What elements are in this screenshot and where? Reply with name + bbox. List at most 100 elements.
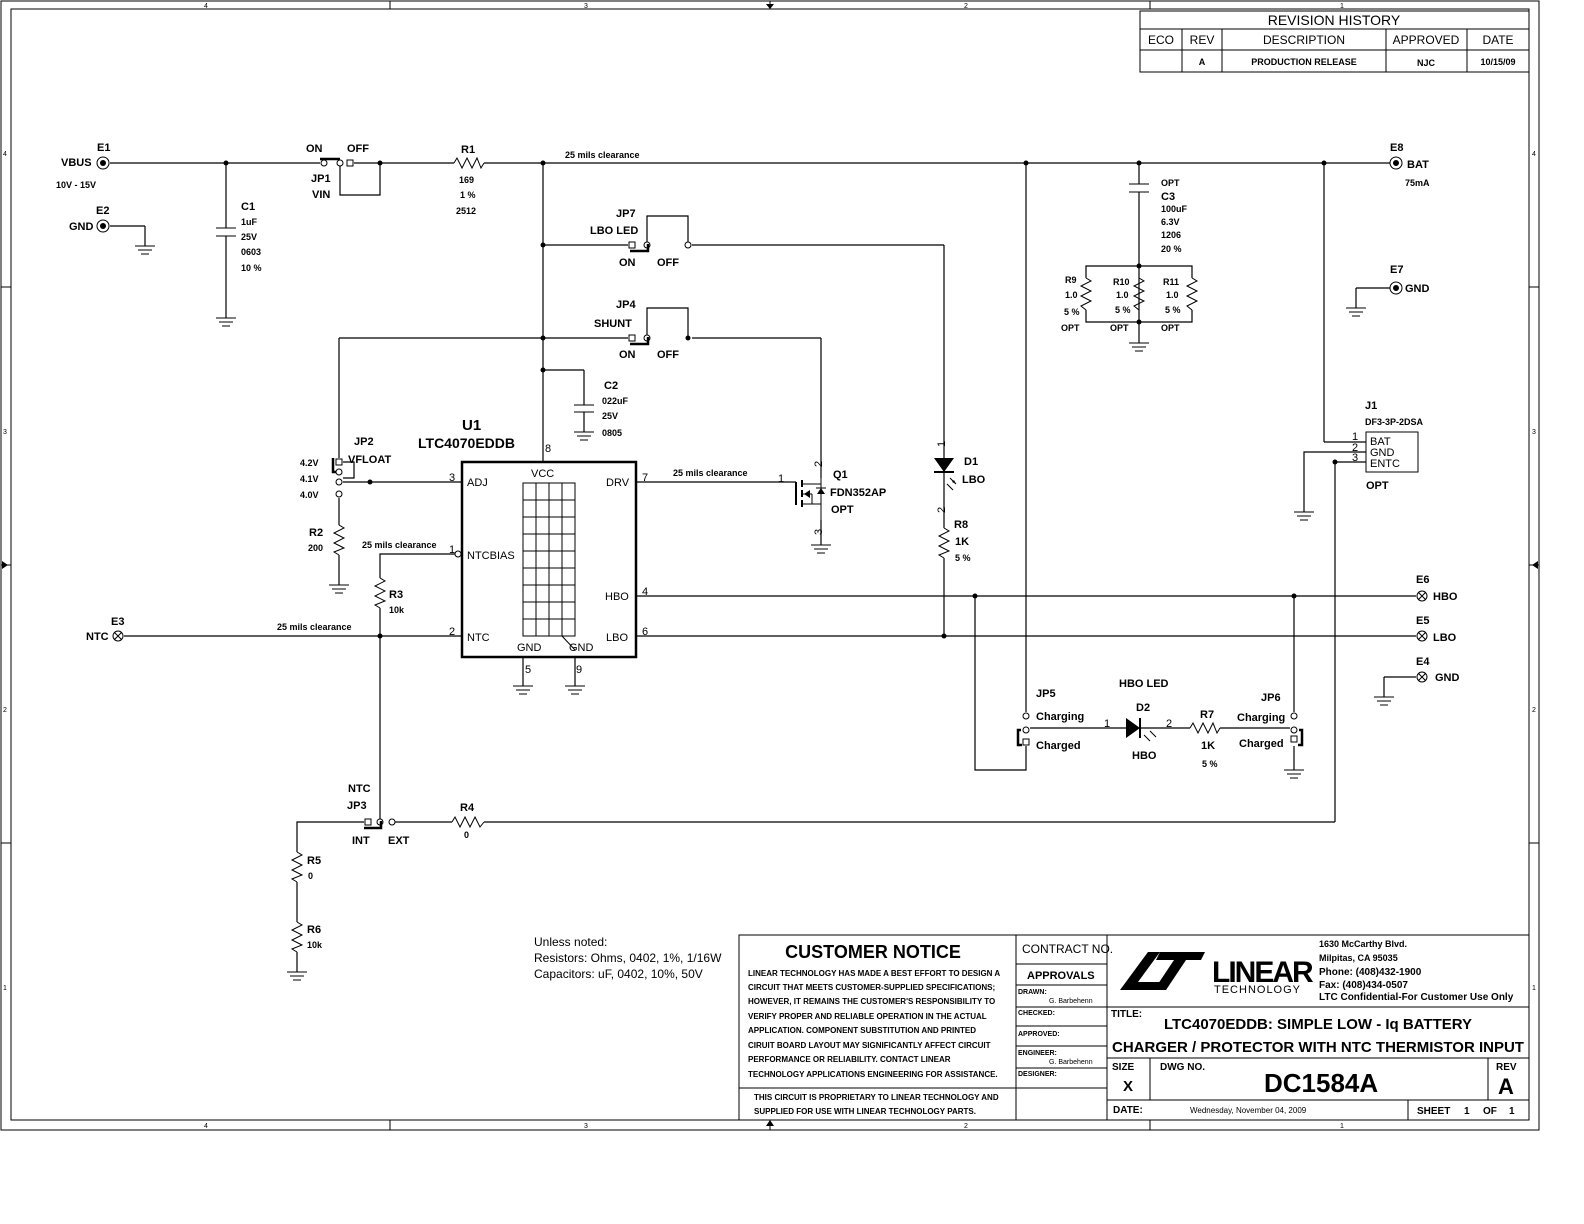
label-clearance-ntc: 25 mils clearance [277,622,352,632]
label-e6: E6 [1416,574,1429,586]
label-c1-tolerance: 10 % [241,263,262,273]
notes: Unless noted: Resistors: Ohms, 0402, 1%,… [534,935,722,981]
zone-top-1: 1 [1340,3,1344,10]
label-jp7: JP7 [616,208,636,220]
label-e5: E5 [1416,615,1429,627]
pin-label-vcc: VCC [531,468,554,480]
capacitor-c2 [574,404,594,413]
label-j1-part: DF3-3P-2DSA [1365,417,1424,427]
label-c1-voltage: 25V [241,232,257,242]
pin-number-2: 2 [449,626,455,638]
jumper-jp3 [364,818,396,830]
resistor-r7 [1189,721,1221,735]
dwg-no-label: DWG NO. [1160,1062,1205,1073]
test-point-e2 [96,219,110,233]
label-c2: C2 [604,380,618,392]
label-jp6-charging: Charging [1237,712,1285,724]
notice-line-2: CIRCUIT THAT MEETS CUSTOMER-SUPPLIED SPE… [748,983,995,992]
label-e4-name: GND [1435,672,1460,684]
label-r11-tolerance: 5 % [1165,305,1181,315]
label-d2-name: HBO [1132,750,1157,762]
drawn-by: G. Barbehenn [1049,998,1093,1005]
label-d1-pin2: 2 [936,507,948,513]
zone-bottom-3: 3 [584,1123,588,1130]
label-jp2-name: VFLOAT [348,454,391,466]
label-c3: C3 [1161,191,1175,203]
jumper-jp5 [1016,712,1030,747]
label-jp2: JP2 [354,436,374,448]
label-r1-tolerance: 1 % [460,190,476,200]
jumper-jp2 [331,458,343,498]
rev-cell-description: PRODUCTION RELEASE [1251,57,1357,67]
designer-label: DESIGNER: [1018,1071,1057,1078]
label-r3-value: 10k [389,605,405,615]
rev-cell-date: 10/15/09 [1480,57,1515,67]
resistor-r3 [373,577,387,609]
drawing-title-line-1: LTC4070EDDB: SIMPLE LOW - Iq BATTERY [1164,1016,1472,1033]
label-jp3-ext: EXT [388,835,410,847]
label-r11-opt: OPT [1161,323,1180,333]
dwg-no-value: DC1584A [1264,1068,1378,1098]
label-r9: R9 [1065,275,1077,285]
zone-left-3: 3 [3,429,7,436]
rev-header-eco: ECO [1148,33,1174,47]
test-point-e5 [1416,630,1428,642]
drawing-title-line-2: CHARGER / PROTECTOR WITH NTC THERMISTOR … [1112,1039,1524,1056]
label-c3-value: 100uF [1161,204,1188,214]
label-j1-pin3: 3 [1352,452,1358,464]
label-jp7-on: ON [619,257,636,269]
label-j1-entc: ENTC [1370,458,1400,470]
label-r1-value: 169 [459,175,474,185]
resistor-r11 [1185,277,1199,311]
pin-number-7: 7 [642,472,648,484]
label-c3-package: 1206 [1161,230,1181,240]
note-line-3: Capacitors: uF, 0402, 10%, 50V [534,967,703,981]
label-jp6: JP6 [1261,692,1281,704]
date-label: DATE: [1113,1105,1143,1116]
ic-u1 [454,460,638,659]
approved-label: APPROVED: [1018,1031,1060,1038]
contract-no-label: CONTRACT NO. [1022,942,1113,956]
label-r8-tolerance: 5 % [955,553,971,563]
drawn-label: DRAWN: [1018,989,1047,996]
label-e5-name: LBO [1433,632,1457,644]
pin-label-ntc: NTC [467,632,490,644]
size-value: X [1123,1078,1133,1095]
label-jp7-off: OFF [657,257,679,269]
label-ntc: NTC [348,783,371,795]
proprietary-line-1: THIS CIRCUIT IS PROPRIETARY TO LINEAR TE… [754,1093,999,1102]
label-j1-pin1: 1 [1352,431,1358,443]
notice-line-8: TECHNOLOGY APPLICATIONS ENGINEERING FOR … [748,1070,998,1079]
test-point-e1 [96,156,110,170]
label-c3-voltage: 6.3V [1161,217,1180,227]
notice-line-1: LINEAR TECHNOLOGY HAS MADE A BEST EFFORT… [748,969,1000,978]
rev-header-date: DATE [1482,33,1513,47]
logo-linear-text: LINEAR [1212,956,1314,989]
rev-header-rev: REV [1190,33,1215,47]
resistor-r8 [937,527,951,559]
address-line-1: 1630 McCarthy Blvd. [1319,939,1407,949]
led-d2 [1126,718,1157,742]
zone-bottom-4: 4 [204,1123,208,1130]
jumper-jp7 [628,241,692,253]
label-jp1-off: OFF [347,143,369,155]
zone-right-1: 1 [1532,985,1536,992]
label-r9-value: 1.0 [1065,290,1078,300]
of-label: OF [1483,1106,1497,1117]
rev-header-approved: APPROVED [1393,33,1460,47]
label-clearance-ntcbias: 25 mils clearance [362,540,437,550]
test-point-e8 [1389,156,1403,170]
zone-top-3: 3 [584,3,588,10]
rev-value: A [1498,1074,1514,1099]
revision-history-table: REVISION HISTORY ECO REV DESCRIPTION APP… [1139,10,1530,73]
logo-technology-text: TECHNOLOGY [1214,984,1301,996]
label-d1-pin1: 1 [936,441,948,447]
pin-label-gnd1: GND [517,642,542,654]
title-block: CUSTOMER NOTICE LINEAR TECHNOLOGY HAS MA… [738,934,1530,1121]
zone-left-1: 1 [3,985,7,992]
pin-label-hbo: HBO [605,591,629,603]
pin-label-ntcbias: NTCBIAS [467,550,515,562]
label-r10: R10 [1113,277,1130,287]
revision-title: REVISION HISTORY [1268,12,1401,28]
label-4-1v: 4.1V [300,474,319,484]
